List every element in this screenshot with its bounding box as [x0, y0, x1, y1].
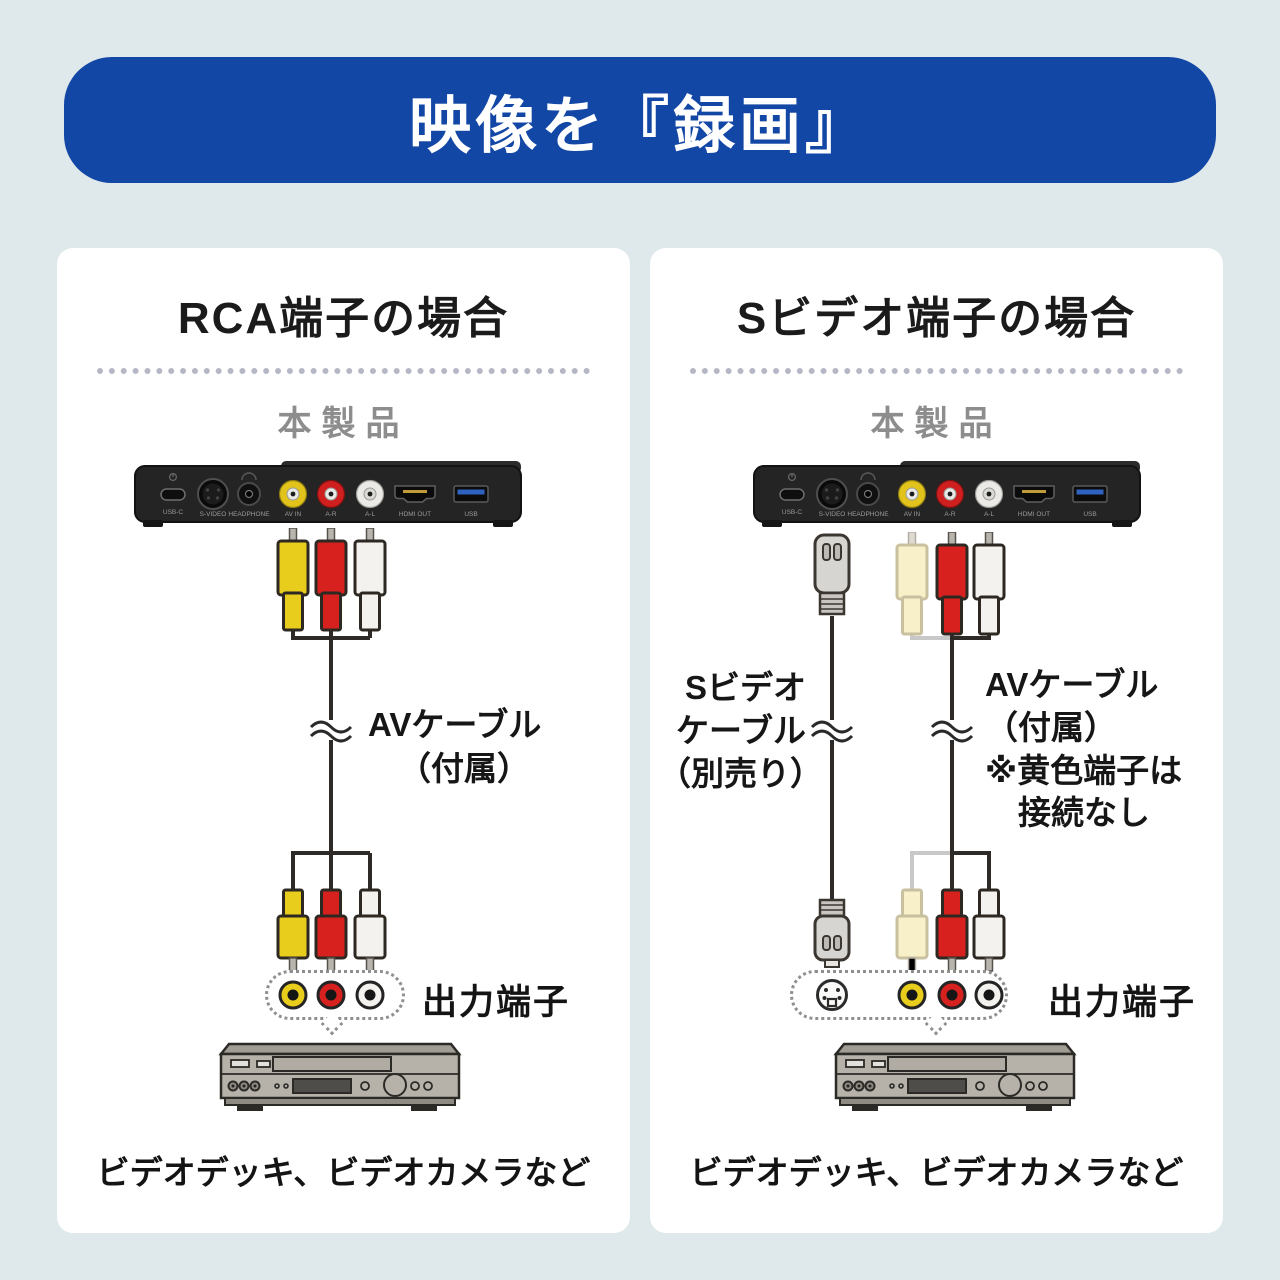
- product-label: 本製品: [870, 405, 1003, 443]
- svg-text:HDMI OUT: HDMI OUT: [399, 511, 431, 518]
- rca-plug-pale-yellow-icon: [895, 888, 929, 972]
- svg-text:A-L: A-L: [365, 511, 376, 518]
- panel-svideo-title: Sビデオ端子の場合: [736, 294, 1137, 343]
- panel-svideo: Sビデオ端子の場合 本製品 USB-C S-VIDEO: [650, 248, 1223, 1233]
- dotted-separator: [97, 368, 590, 374]
- svideo-jack-icon: [816, 979, 848, 1011]
- svg-text:HEADPHONE: HEADPHONE: [228, 511, 270, 518]
- svideo-plug-icon: [813, 533, 851, 616]
- rca-plug-white-icon: [353, 528, 387, 632]
- header-banner: 映像を『録画』: [64, 57, 1216, 183]
- svg-text:HDMI OUT: HDMI OUT: [1018, 511, 1050, 518]
- capture-device-illustration: USB-C S-VIDEO HEADPHONE AV IN A-R A-L: [134, 461, 522, 527]
- svg-text:A-R: A-R: [325, 511, 337, 518]
- cable-break-icon: [810, 720, 854, 743]
- panel-rca-title: RCA端子の場合: [177, 294, 510, 343]
- svg-text:S-VIDEO: S-VIDEO: [200, 511, 227, 518]
- svg-text:A-L: A-L: [984, 511, 995, 518]
- rca-plug-red-icon: [935, 888, 969, 972]
- vcr-illustration: [833, 1042, 1077, 1111]
- page-title: 映像を『録画』: [408, 92, 871, 161]
- rca-plug-white-icon: [972, 888, 1006, 972]
- svg-text:USB-C: USB-C: [782, 509, 803, 516]
- rca-plug-yellow-icon: [276, 528, 310, 632]
- svg-text:S-VIDEO: S-VIDEO: [819, 511, 846, 518]
- rca-jack-red-icon: [316, 980, 346, 1010]
- rca-plug-white-icon: [353, 888, 387, 972]
- av-cable-label-line2: （付属）: [985, 709, 1117, 746]
- av-cable-label-line1: AVケーブル: [985, 666, 1159, 703]
- source-device-caption: ビデオデッキ、ビデオカメラなど: [96, 1154, 591, 1191]
- rca-plug-white-icon: [972, 532, 1006, 636]
- product-label: 本製品: [277, 405, 410, 443]
- svg-text:HEADPHONE: HEADPHONE: [847, 511, 889, 518]
- svg-text:AV IN: AV IN: [285, 511, 302, 518]
- rca-plug-red-icon: [314, 528, 348, 632]
- av-cable-label-line1: AVケーブル: [368, 706, 542, 743]
- cable-break-icon: [930, 720, 974, 743]
- cable-break-icon: [309, 720, 353, 743]
- rca-jack-red-icon: [937, 980, 967, 1010]
- av-cable-note-line1: ※黄色端子は: [985, 752, 1183, 789]
- panel-rca: RCA端子の場合 本製品 USB-C S-VIDEO: [57, 248, 630, 1233]
- av-cable-label-line2: （付属）: [398, 750, 530, 787]
- svg-text:USB-C: USB-C: [163, 509, 184, 516]
- svg-text:USB: USB: [1083, 511, 1096, 518]
- output-terminal-label: 出力端子: [1048, 983, 1197, 1022]
- av-cable-note-line2: 接続なし: [1018, 794, 1150, 831]
- svg-text:A-R: A-R: [944, 511, 956, 518]
- rca-jack-white-icon: [355, 980, 385, 1010]
- rca-jack-yellow-icon: [897, 980, 927, 1010]
- vcr-illustration: [218, 1042, 462, 1111]
- rca-plug-pale-yellow-icon: [895, 532, 929, 636]
- rca-jack-yellow-icon: [278, 980, 308, 1010]
- svideo-cable-label-line2: ケーブル: [675, 712, 806, 749]
- rca-jack-white-icon: [974, 980, 1004, 1010]
- svideo-cable-label-line3: （別売り）: [658, 755, 823, 792]
- source-device-caption: ビデオデッキ、ビデオカメラなど: [689, 1154, 1184, 1191]
- rca-plug-red-icon: [935, 532, 969, 636]
- rca-plug-yellow-icon: [276, 888, 310, 972]
- svideo-plug-icon: [813, 898, 851, 968]
- capture-device-illustration: USB-C S-VIDEO HEADPHONE AV IN A-R A-L: [753, 461, 1141, 527]
- svg-text:AV IN: AV IN: [904, 511, 921, 518]
- dotted-separator: [690, 368, 1183, 374]
- output-terminal-label: 出力端子: [422, 983, 571, 1022]
- rca-plug-red-icon: [314, 888, 348, 972]
- svg-text:USB: USB: [464, 511, 477, 518]
- svideo-cable-label-line1: Sビデオ: [684, 669, 806, 706]
